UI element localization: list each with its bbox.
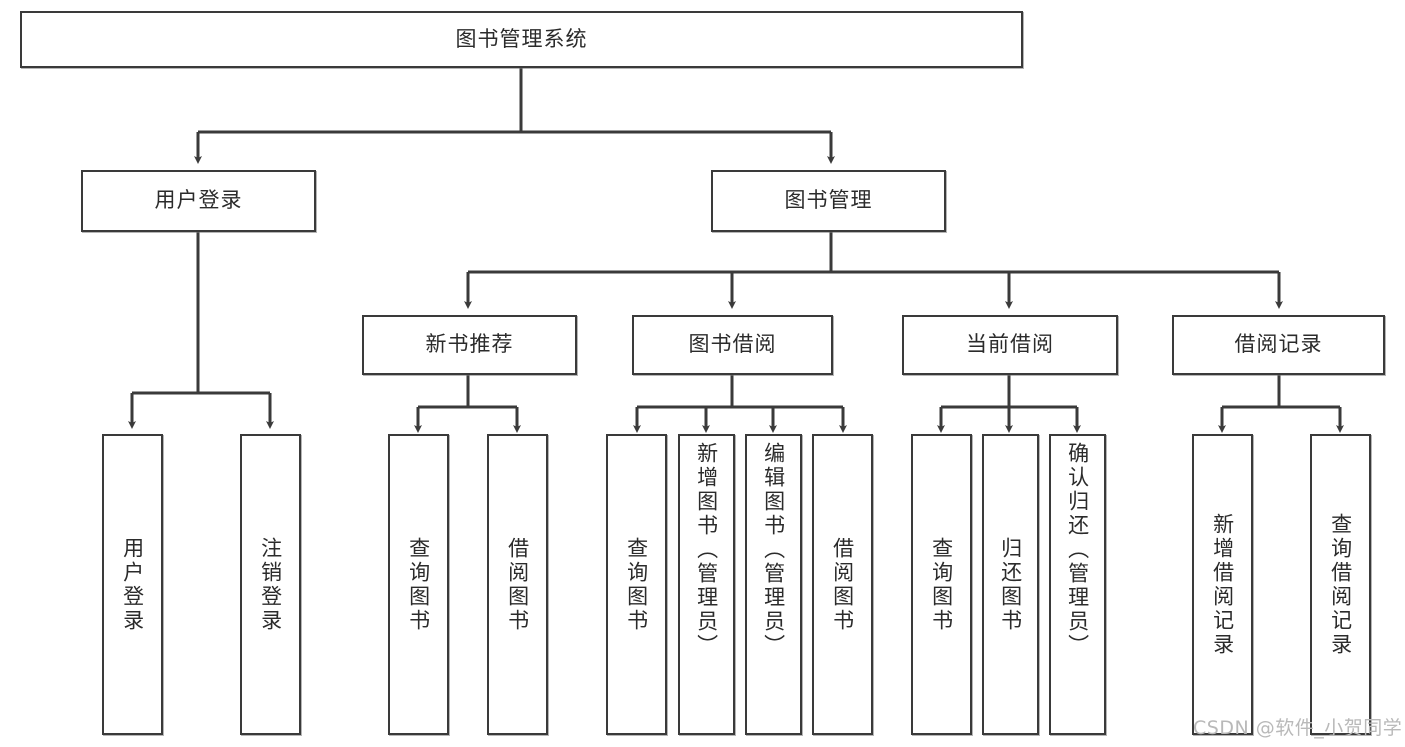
node-leaf-confirm-return[interactable]: 确认归还（管理员） [1049, 434, 1106, 735]
node-book-borrow[interactable]: 图书借阅 [632, 315, 833, 375]
node-user-login-label: 用户登录 [154, 188, 243, 213]
node-leaf-borrow-book-2[interactable]: 借阅图书 [812, 434, 873, 735]
node-new-book-rec-label: 新书推荐 [425, 332, 514, 357]
node-leaf-return-book[interactable]: 归还图书 [982, 434, 1039, 735]
node-leaf-borrow-book-1-label: 借阅图书 [505, 536, 530, 633]
node-leaf-edit-book-label: 编辑图书（管理员） [761, 442, 786, 658]
node-leaf-add-record-label: 新增借阅记录 [1210, 512, 1235, 657]
node-borrow-record-label: 借阅记录 [1234, 332, 1323, 357]
node-book-borrow-label: 图书借阅 [688, 332, 777, 357]
node-leaf-query-record-label: 查询借阅记录 [1328, 512, 1353, 657]
node-new-book-rec[interactable]: 新书推荐 [362, 315, 577, 375]
node-book-manage[interactable]: 图书管理 [711, 170, 946, 232]
node-leaf-borrow-book-1[interactable]: 借阅图书 [487, 434, 548, 735]
node-book-manage-label: 图书管理 [784, 188, 873, 213]
node-leaf-query-book-2-label: 查询图书 [624, 536, 649, 633]
node-leaf-add-record[interactable]: 新增借阅记录 [1192, 434, 1253, 735]
node-root-label: 图书管理系统 [455, 26, 588, 51]
node-leaf-query-record[interactable]: 查询借阅记录 [1310, 434, 1371, 735]
node-current-borrow-label: 当前借阅 [966, 332, 1054, 357]
node-user-login[interactable]: 用户登录 [81, 170, 316, 232]
node-leaf-user-login-label: 用户登录 [120, 536, 145, 633]
node-leaf-add-book-label: 新增图书（管理员） [694, 442, 719, 658]
node-leaf-user-login[interactable]: 用户登录 [102, 434, 163, 735]
node-leaf-confirm-return-label: 确认归还（管理员） [1065, 442, 1090, 658]
node-leaf-user-logout-label: 注销登录 [258, 536, 283, 633]
node-leaf-query-book-3-label: 查询图书 [929, 536, 954, 633]
node-leaf-edit-book[interactable]: 编辑图书（管理员） [745, 434, 802, 735]
node-leaf-return-book-label: 归还图书 [998, 536, 1023, 633]
node-leaf-query-book-3[interactable]: 查询图书 [911, 434, 972, 735]
node-current-borrow[interactable]: 当前借阅 [902, 315, 1118, 375]
node-leaf-query-book-1[interactable]: 查询图书 [388, 434, 449, 735]
node-borrow-record[interactable]: 借阅记录 [1172, 315, 1385, 375]
node-leaf-add-book[interactable]: 新增图书（管理员） [678, 434, 735, 735]
node-leaf-query-book-2[interactable]: 查询图书 [606, 434, 667, 735]
node-leaf-user-logout[interactable]: 注销登录 [240, 434, 301, 735]
node-leaf-borrow-book-2-label: 借阅图书 [830, 536, 855, 633]
node-root[interactable]: 图书管理系统 [20, 11, 1023, 68]
node-leaf-query-book-1-label: 查询图书 [406, 536, 431, 633]
